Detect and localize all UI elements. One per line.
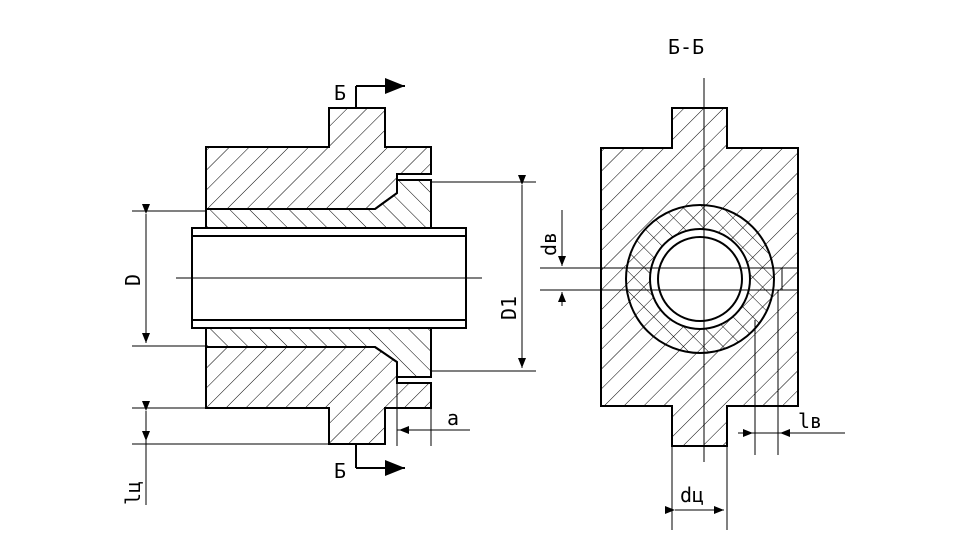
dim-label-a: a	[447, 406, 459, 430]
dim-label-dv: dв	[537, 232, 561, 256]
cut-label-top: Б	[334, 81, 346, 105]
bushing-lower	[205, 327, 432, 378]
longitudinal-section: Б Б D D1 a lц	[121, 78, 536, 505]
dim-label-dc: dц	[680, 483, 704, 507]
section-title: Б-Б	[668, 35, 704, 59]
dim-label-lv: lв	[798, 409, 822, 433]
cut-label-bottom: Б	[334, 459, 346, 483]
dim-label-lc: lц	[121, 481, 145, 505]
dim-label-D1: D1	[497, 296, 521, 320]
dim-label-D: D	[121, 274, 145, 286]
shaft-cross-section	[649, 228, 751, 330]
cross-section: Б-Б dв lв dц	[537, 35, 845, 530]
